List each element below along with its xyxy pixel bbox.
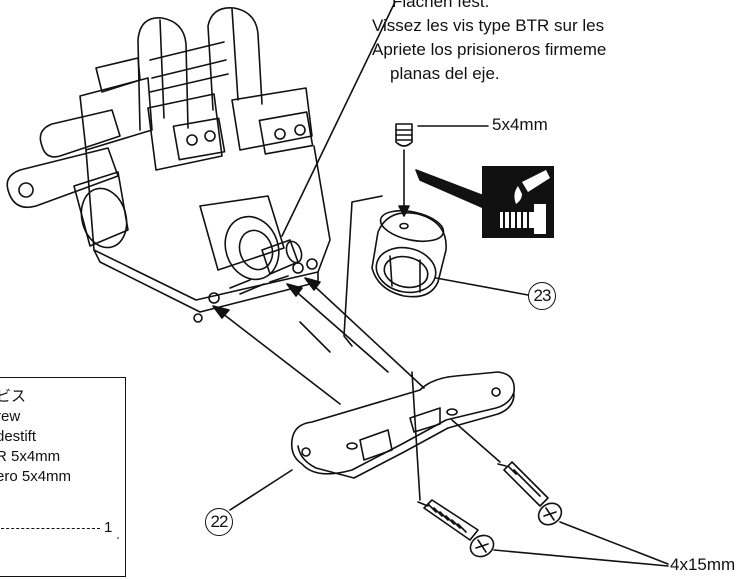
- set-screw-label: 5x4mm: [492, 115, 548, 134]
- instruction-spanish-2: planas del eje.: [390, 64, 500, 83]
- tapping-screw-2: [451, 419, 563, 526]
- instruction-leader-line: [281, 1, 396, 237]
- leader-screw-1: [493, 549, 669, 567]
- mounting-plate-22: [290, 371, 515, 479]
- cup-joint-23: [371, 209, 447, 298]
- gearbox-housing: [6, 7, 331, 323]
- set-screw-5x4: [395, 123, 489, 217]
- part-number-22-badge: 22: [205, 508, 233, 536]
- alignment-arrows: [212, 277, 425, 405]
- parts-list-box: ビス rew destift R 5x4mm ero 5x4mm 1: [0, 377, 126, 577]
- parts-line-spanish: ero 5x4mm: [0, 468, 72, 485]
- leader-screw-2: [559, 521, 669, 565]
- parts-qty-leader: [0, 528, 100, 529]
- instruction-german: Flächen fest.: [392, 0, 490, 11]
- instruction-french: Vissez les vis type BTR sur les: [372, 16, 605, 35]
- thread-lock-icon: [482, 166, 554, 238]
- instruction-spanish-1: Apriete los prisioneros firmeme: [372, 40, 607, 59]
- tapping-screw-1: [411, 371, 495, 558]
- parts-line-japanese: ビス: [0, 388, 27, 405]
- part-number-23-badge: 23: [528, 282, 556, 310]
- parts-line-german: destift: [0, 428, 37, 445]
- parts-quantity: 1: [104, 519, 113, 536]
- tapping-screw-label: 4x15mm: [670, 555, 736, 574]
- parts-line-french: R 5x4mm: [0, 448, 61, 465]
- parts-line-english: rew: [0, 408, 21, 425]
